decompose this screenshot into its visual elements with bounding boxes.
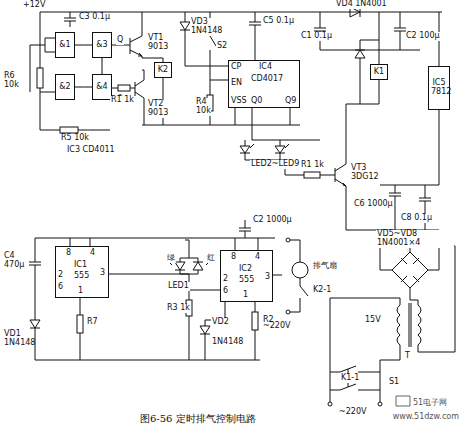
component-label: K2-1 (312, 286, 332, 295)
component-label: C2 100μ (405, 32, 441, 41)
pin-label: CP (231, 63, 241, 72)
component-label: C5 0.1μ (262, 17, 295, 26)
component-box: IC5 7812 (428, 66, 450, 110)
pin-label: 555 (74, 272, 89, 281)
component-label: 绿 (166, 254, 176, 263)
component-label: K1-1 (340, 374, 360, 383)
component-label: +12V (22, 1, 46, 10)
nand-gate: &1 (55, 32, 75, 58)
component-label: VT1 9013 (147, 34, 173, 52)
box-label: IC5 7812 (431, 79, 447, 97)
component-label: R5 10k (60, 134, 90, 143)
component-label: R3 1k (166, 304, 191, 313)
pin-label: 1 (243, 291, 248, 300)
watermark: 51电子网 (412, 399, 448, 408)
component-box: K1 (370, 64, 388, 80)
component-label: R4 10k (195, 98, 211, 116)
component-label: 红 (206, 254, 216, 263)
gate-wire (102, 58, 103, 74)
nand-gate: &4 (92, 74, 112, 100)
pin-label: 555 (239, 276, 254, 285)
pin-label: 8 (66, 249, 71, 258)
box-label: K1 (374, 68, 384, 77)
component-label: T (404, 352, 411, 361)
pin-label: 4 (255, 253, 260, 262)
pin-label: 8 (231, 253, 236, 262)
pin-label: 6 (223, 287, 228, 296)
pin-label: 3 (265, 273, 270, 282)
component-label: IC3 CD4011 (66, 146, 116, 155)
pin-label: CD4017 (251, 75, 283, 84)
pin-label: Q9 (285, 97, 296, 106)
component-label: VD5~VD8 1N4001×4 (376, 230, 454, 248)
pin-label: VSS (231, 97, 247, 106)
component-label: 排气扇 (312, 262, 338, 271)
component-label: VD2 (211, 318, 230, 327)
pin-label: EN (231, 79, 242, 88)
component-label: C1 0.1μ (300, 32, 333, 41)
component-label: S1 (388, 378, 400, 387)
pin-label: IC4 (259, 63, 272, 72)
pin-label: IC1 (74, 261, 87, 270)
box-label: K2 (158, 66, 168, 75)
component-label: C2 1000μ (252, 216, 293, 225)
watermark: www.51dzw.com (392, 413, 460, 422)
box-label: &1 (59, 41, 70, 50)
pin-label: 2 (223, 275, 228, 284)
component-label: S2 (216, 42, 228, 51)
box-label: &2 (59, 83, 70, 92)
pin-label: 6 (58, 283, 63, 292)
component-label: ~220V (338, 408, 367, 417)
pin-label: 2 (58, 271, 63, 280)
component-label: VD3 1N4148 (190, 18, 222, 36)
component-label: ~220V (262, 322, 291, 331)
component-label: VD4 1N4001 (335, 0, 388, 9)
component-label: C3 0.1μ (78, 13, 111, 22)
box-label: &3 (96, 41, 107, 50)
component-label: 1N4148 (211, 338, 244, 347)
nand-gate: &3 (92, 32, 112, 58)
ic-box: 8 4IC1 555 2 6 3 1 (55, 246, 109, 298)
component-label: C6 1000μ (353, 200, 394, 209)
component-label: R6 10k (3, 72, 25, 90)
pin-label: 1 (78, 287, 83, 296)
component-label: VT3 3DG12 (350, 164, 380, 182)
figure-caption: 图6-56 定时排气控制电路 (140, 412, 256, 426)
gate-wire (75, 45, 92, 46)
component-label: R7 (86, 318, 99, 327)
component-label: Q (116, 36, 124, 45)
component-label: VD1 1N4148 (3, 330, 33, 348)
component-label: R1 1k (110, 96, 135, 105)
pin-label: Q0 (251, 97, 262, 106)
pin-label: IC2 (239, 265, 252, 274)
component-box: K2 (154, 62, 172, 78)
component-label: 15V (364, 316, 382, 325)
component-label: R1 1k (300, 161, 325, 170)
component-label: LED2~LED9 (250, 160, 300, 169)
component-label: C8 0.1μ (400, 214, 433, 223)
pin-label: 4 (90, 249, 95, 258)
pin-label: 3 (100, 269, 105, 278)
component-label: LED1 (167, 282, 190, 291)
component-label: C4 470μ (3, 252, 27, 270)
ic-box: CP IC4CD4017 EN VSS Q0 Q9 (228, 60, 300, 108)
nand-gate: &2 (55, 74, 75, 100)
component-label: VT2 9013 (147, 100, 173, 118)
ic-box: 8 4IC2 555 2 6 3 1 (220, 250, 273, 302)
box-label: &4 (96, 83, 107, 92)
gate-wire (75, 87, 92, 88)
